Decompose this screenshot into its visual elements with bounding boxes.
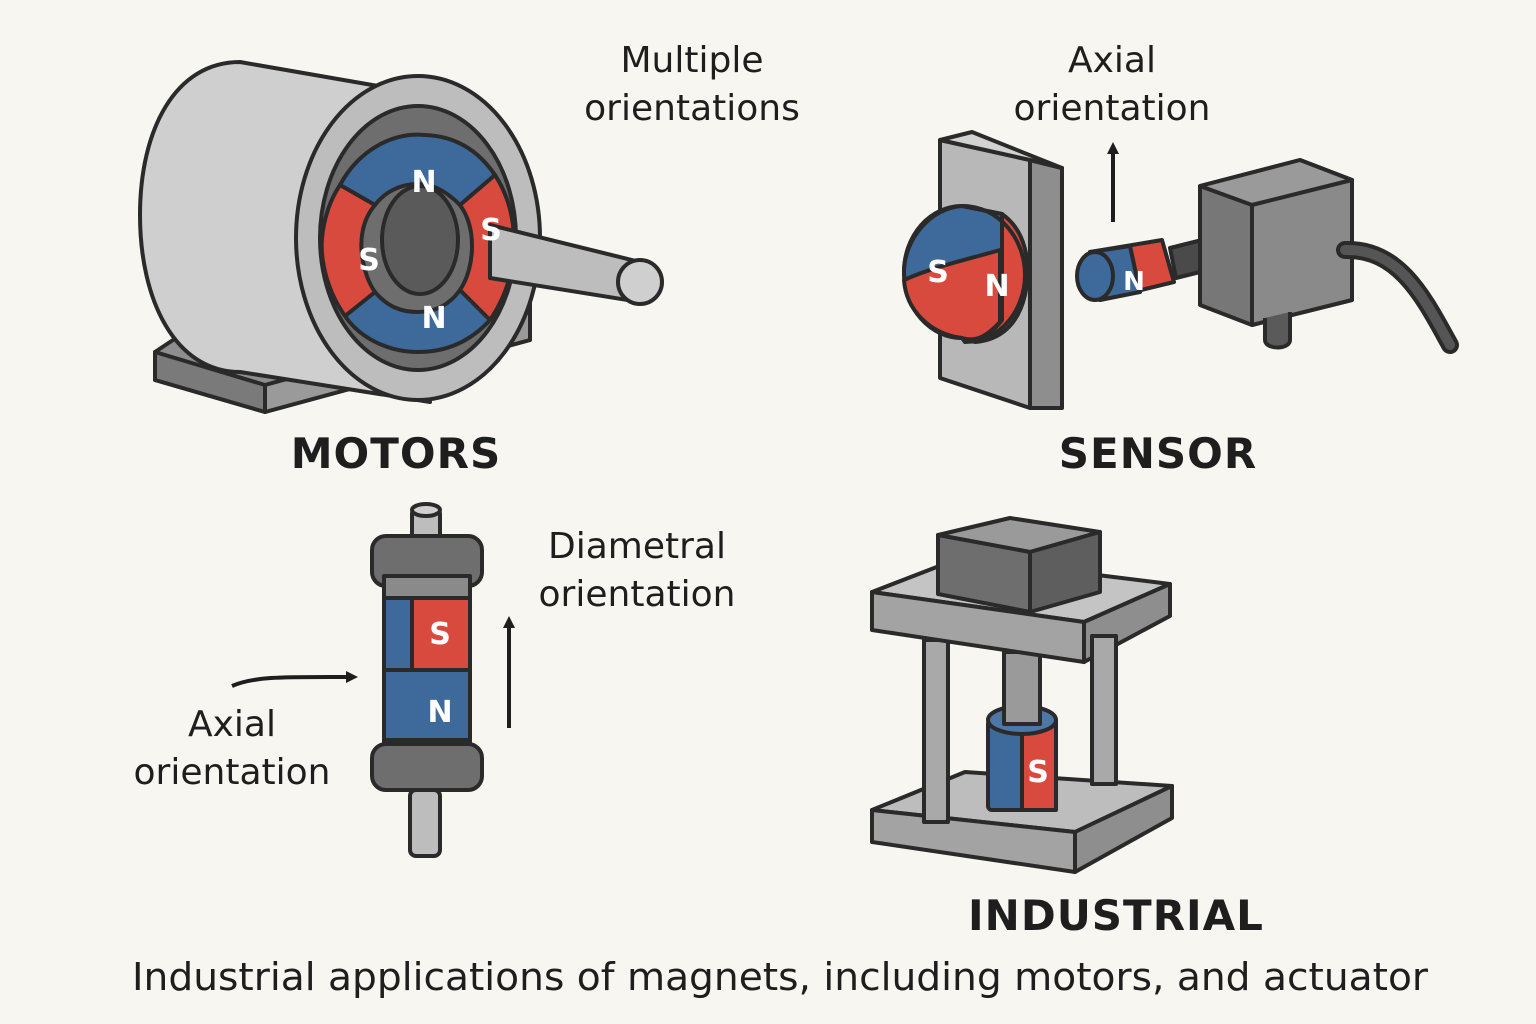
industrial-piston [1002,650,1042,726]
sensor-note-line1: Axial [1068,40,1156,81]
industrial-heading: INDUSTRIAL [968,891,1264,940]
industrial-pillar-left [922,638,950,824]
actuator-diametral-line1: Diametral [548,526,726,567]
sensor-disc-pole-right: N [984,269,1009,304]
actuator-magnet-lower [382,668,472,750]
actuator-pole-lower: N [427,695,452,730]
motor-pole-right: S [480,213,502,248]
industrial-pole: S [1027,755,1049,790]
sensor-disc-pole-left: S [927,255,949,290]
motor-note-line1: Multiple [621,40,764,81]
motor-illustration [138,60,664,414]
actuator-diametral-line2: orientation [539,574,736,615]
motors-heading: MOTORS [291,429,501,478]
actuator-axial-line1: Axial [188,704,276,745]
actuator-illustration [370,502,484,858]
motor-pole-top: N [411,165,436,200]
industrial-pillar-right [1090,634,1118,786]
actuator-bottom-rod [408,788,442,858]
motor-pole-bottom: N [421,301,446,336]
industrial-illustration [870,516,1174,874]
sensor-note-line2: orientation [1014,88,1211,129]
sensor-rod-pole: N [1123,267,1145,297]
sensor-illustration [902,130,1354,410]
motor-note-line2: orientations [584,88,800,129]
sensor-heading: SENSOR [1059,429,1257,478]
actuator-pole-upper: S [429,617,451,652]
diagram-caption: Industrial applications of magnets, incl… [132,955,1428,999]
motor-pole-left: S [358,243,380,278]
actuator-axial-line2: orientation [134,752,331,793]
motor-magnet-ring [319,132,516,354]
actuator-bottom-cap [370,742,484,792]
motor-hub [380,184,460,296]
actuator-axial-arrow [231,670,358,688]
